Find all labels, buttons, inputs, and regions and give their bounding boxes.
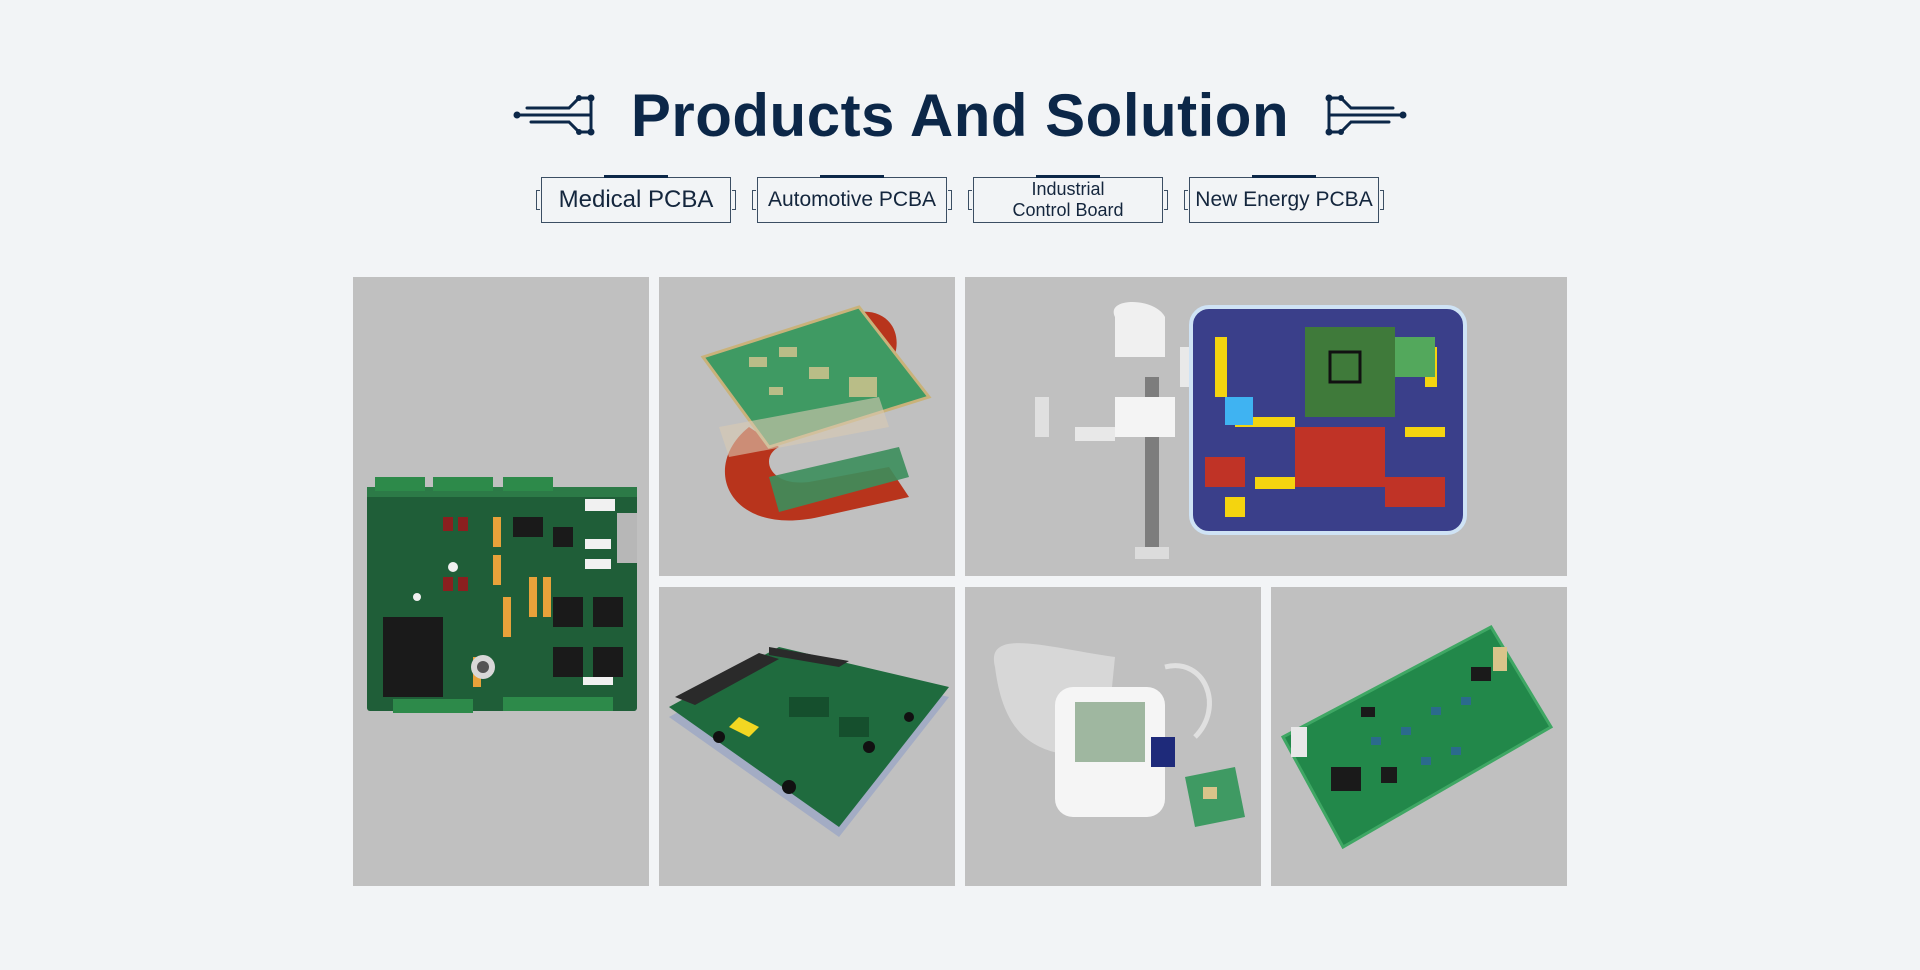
control-board-image[interactable]: [353, 277, 649, 886]
product-gallery: [353, 277, 1567, 886]
tab-bracket-left: [1184, 190, 1188, 210]
green-pcb-board-image[interactable]: [1271, 587, 1567, 886]
blood-pressure-monitor-graphic: [993, 643, 1245, 827]
blood-pressure-monitor-image[interactable]: [965, 587, 1261, 886]
category-tabs: Medical PCBA Automotive PCBA Industrial …: [0, 177, 1920, 229]
tab-automotive-pcba[interactable]: Automotive PCBA: [752, 177, 952, 223]
section-heading: Products And Solution: [0, 78, 1920, 152]
tab-label: New Energy PCBA: [1195, 187, 1373, 211]
medical-xray-pcb-image[interactable]: [965, 277, 1567, 576]
tab-label: Medical PCBA: [558, 186, 714, 214]
control-board-graphic: [367, 477, 637, 713]
circuit-right-icon: [1325, 94, 1407, 136]
tab-industrial-control-board[interactable]: Industrial Control Board: [968, 177, 1168, 223]
tab-bracket-left: [752, 190, 756, 210]
automotive-module-image[interactable]: [659, 587, 955, 886]
tab-medical-pcba[interactable]: Medical PCBA: [536, 177, 736, 223]
tab-bracket-right: [1164, 190, 1168, 210]
automotive-module-graphic: [669, 647, 949, 837]
tab-bracket-right: [1380, 190, 1384, 210]
green-pcb-board-graphic: [1280, 625, 1554, 850]
tab-bracket-right: [948, 190, 952, 210]
flex-pcb-graphic: [700, 305, 932, 521]
circuit-left-icon: [513, 94, 595, 136]
tab-label: Industrial Control Board: [1012, 179, 1124, 220]
medical-xray-pcb-graphic: [1035, 302, 1467, 559]
tab-bracket-left: [536, 190, 540, 210]
tab-new-energy-pcba[interactable]: New Energy PCBA: [1184, 177, 1384, 223]
tab-label: Automotive PCBA: [767, 187, 937, 211]
tab-bracket-left: [968, 190, 972, 210]
tab-bracket-right: [732, 190, 736, 210]
page-title: Products And Solution: [630, 81, 1290, 149]
flex-pcb-image[interactable]: [659, 277, 955, 576]
